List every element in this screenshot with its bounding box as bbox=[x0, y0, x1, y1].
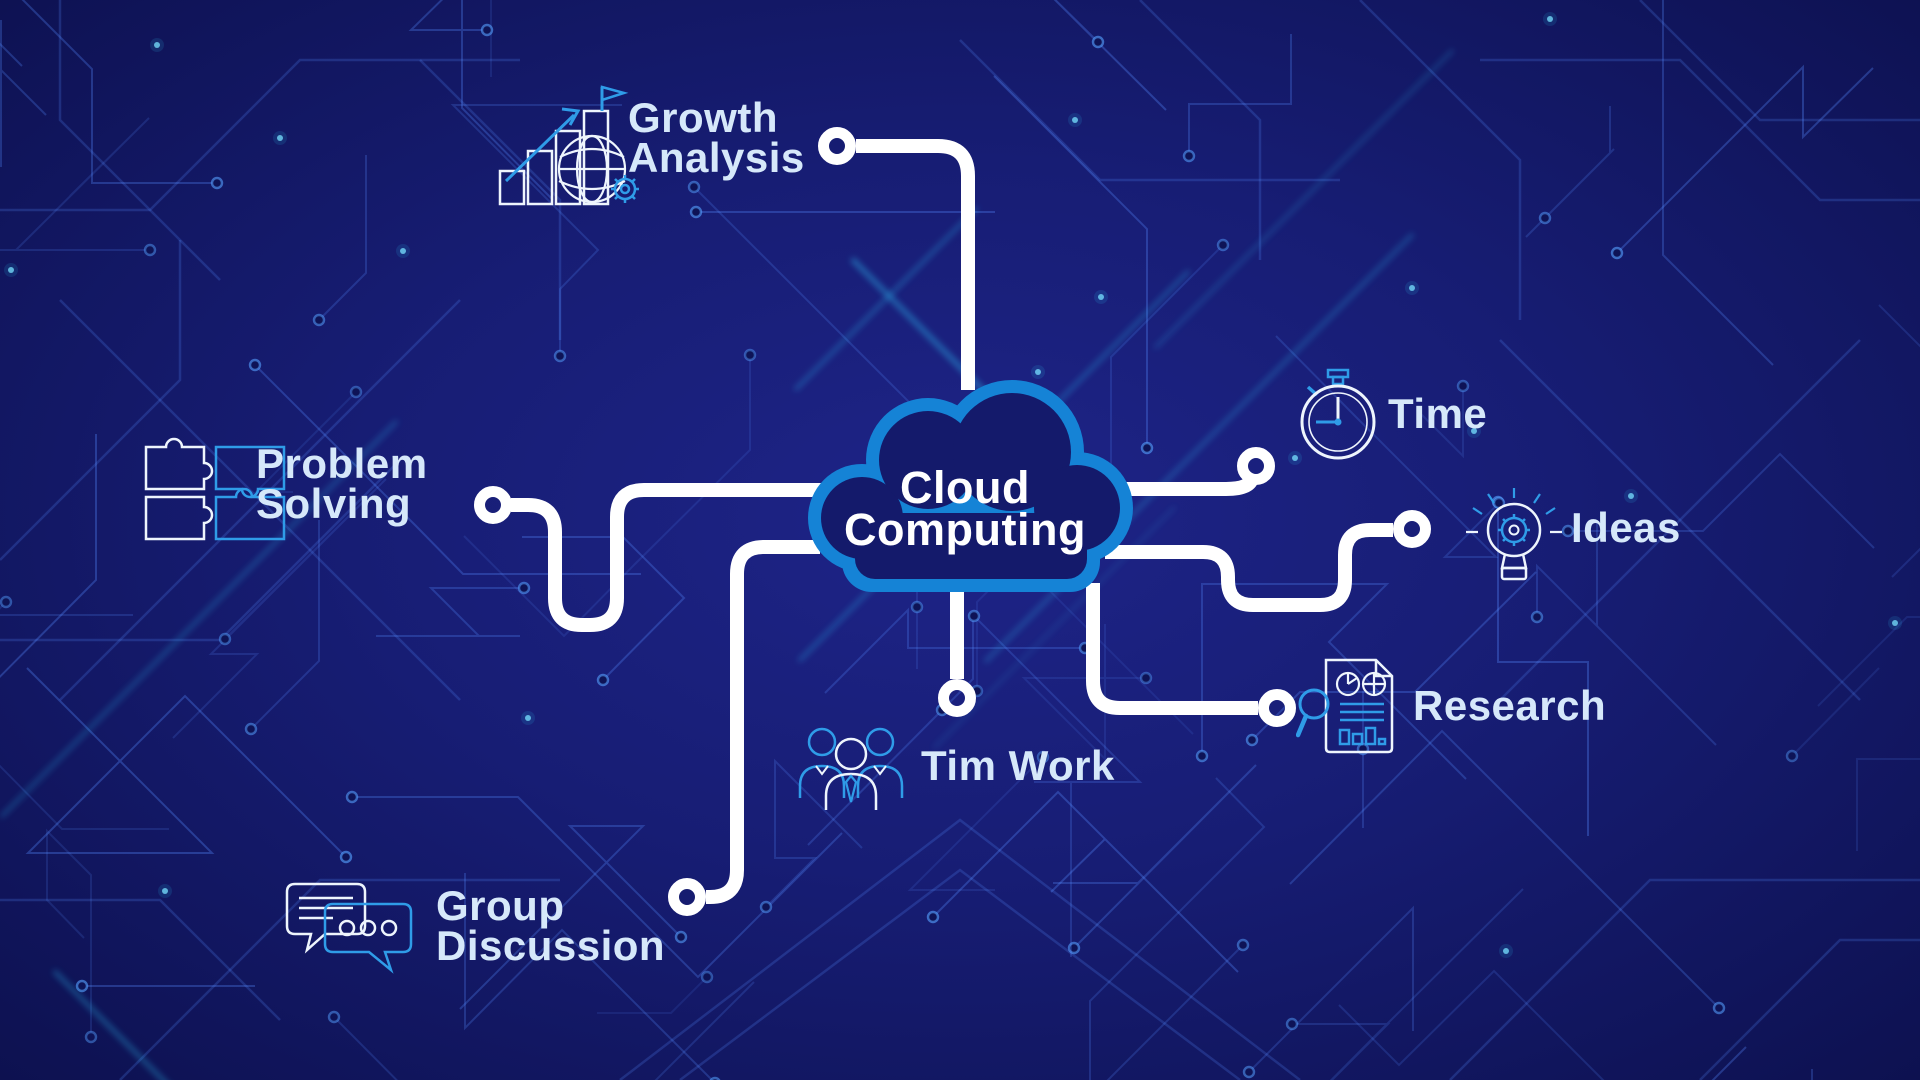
label-problem-solving: Problem Solving bbox=[256, 440, 428, 527]
label-growth-analysis: Growth Analysis bbox=[628, 94, 805, 181]
ring-research bbox=[1258, 689, 1296, 727]
ring-problem-solving bbox=[474, 486, 512, 524]
cloud-title-line2: Computing bbox=[844, 504, 1086, 555]
ring-ideas bbox=[1393, 510, 1431, 548]
connector-group-discussion bbox=[703, 540, 820, 904]
label-group-discussion: Group Discussion bbox=[436, 882, 666, 969]
ring-group-discussion bbox=[668, 878, 706, 916]
connector-ideas bbox=[1105, 523, 1393, 612]
ring-growth-analysis bbox=[818, 127, 856, 165]
cloud-icon bbox=[808, 380, 1133, 592]
ring-time bbox=[1237, 447, 1275, 485]
connector-problem-solving bbox=[511, 483, 826, 632]
label-time: Time bbox=[1388, 390, 1488, 437]
cloud-title: Cloud Computing bbox=[815, 462, 1115, 555]
cloud-title-line1: Cloud bbox=[900, 462, 1030, 513]
ring-tim-work bbox=[938, 679, 976, 717]
connector-time bbox=[1118, 475, 1259, 496]
connector-research bbox=[1086, 583, 1258, 715]
connector-growth-analysis bbox=[856, 139, 975, 390]
label-research: Research bbox=[1413, 682, 1607, 729]
label-tim-work: Tim Work bbox=[921, 742, 1115, 789]
label-ideas: Ideas bbox=[1571, 504, 1681, 551]
node-rings bbox=[474, 127, 1431, 916]
